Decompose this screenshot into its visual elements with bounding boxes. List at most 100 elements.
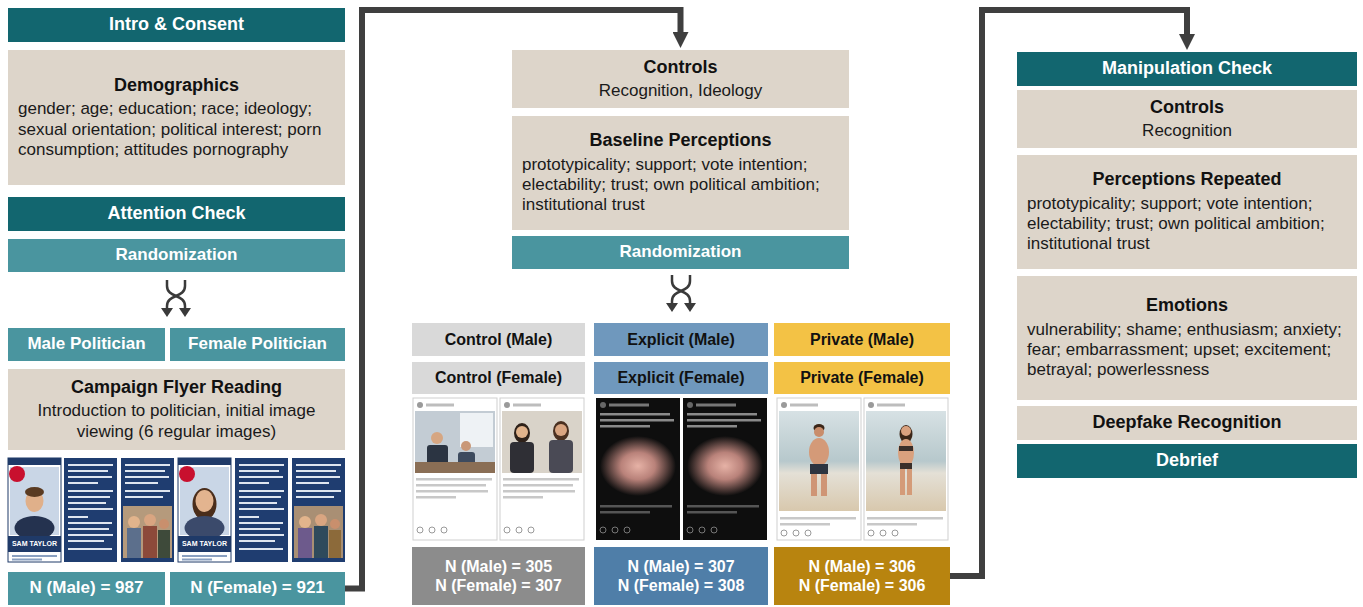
info-box: Perceptions Repeatedprototypicality; sup… (1017, 155, 1357, 269)
campaign-flyer-part-part (239, 516, 259, 518)
heading-text: Perceptions Repeated (1092, 169, 1281, 191)
campaign-flyer-part (315, 514, 327, 526)
campaign-flyer-part-part (68, 482, 98, 484)
social-post-part (600, 527, 630, 533)
campaign-flyer-part-part (239, 540, 275, 542)
box-label: Private (Female) (800, 368, 924, 387)
social-post-part-part (503, 478, 579, 481)
social-post-part (899, 446, 913, 451)
info-box: Emotions vulnerability; shame; enthusiasm… (1017, 276, 1357, 400)
campaign-flyer-part (294, 506, 343, 558)
social-post-part (600, 413, 674, 428)
social-post-part (687, 527, 717, 533)
box-label: N (Male) = 987 (30, 578, 144, 598)
campaign-flyer-part-part (296, 476, 340, 478)
campaign-flyer-part-part (68, 476, 112, 478)
campaign-flyer-part (121, 458, 174, 562)
condition-box: Control (Female) (412, 362, 585, 394)
social-post-part (810, 464, 828, 474)
campaign-flyer-part-part (296, 464, 341, 466)
social-post-part (811, 474, 817, 496)
social-post-part (502, 411, 582, 473)
social-post-part-part (781, 530, 787, 536)
social-post-part-part (600, 425, 650, 428)
social-post-part-part (687, 419, 761, 422)
social-post-part-part (416, 490, 488, 493)
body-text: vulnerability; shame; enthusiasm; anxiet… (1027, 320, 1347, 381)
heading-text: Deepfake Recognition (1092, 412, 1281, 434)
campaign-flyer-part-part (68, 522, 112, 524)
box-label: Debrief (1156, 450, 1218, 472)
body-text: Recognition (1142, 121, 1232, 141)
campaign-flyer-part (127, 528, 141, 558)
step-box: Randomization (512, 236, 849, 269)
social-post-part (696, 404, 736, 407)
social-post-part (683, 398, 767, 540)
social-post-part-part (711, 527, 717, 533)
shuffle-arrowheads-part (666, 303, 678, 312)
social-post-part (781, 402, 787, 408)
condition-box: Private (Male) (774, 323, 950, 356)
box-label: N (Male) = 306 (808, 557, 915, 576)
social-post-part (780, 517, 856, 526)
social-post-part (821, 474, 827, 496)
social-post (500, 398, 584, 540)
heading-text: Emotions (1146, 295, 1228, 317)
social-post-part (503, 478, 579, 499)
campaign-flyer-part (196, 490, 214, 512)
campaign-flyer-part (25, 487, 44, 497)
social-post (596, 398, 680, 540)
campaign-flyer-part-part (239, 496, 281, 498)
box-label: N (Female) = 921 (190, 578, 325, 598)
box-label: Attention Check (107, 203, 245, 225)
campaign-flyer-part (314, 526, 328, 558)
phase-bar: Intro & Consent (8, 8, 345, 42)
campaign-flyer-part-part (68, 502, 106, 504)
info-box: Baseline Perceptions prototypicality; sup… (512, 116, 849, 230)
shuffle-icon-part (672, 275, 690, 304)
body-text: prototypicality; support; vote intention… (522, 155, 839, 216)
box-label: N (Male) = 305 (445, 557, 552, 576)
social-post-part-part (687, 413, 757, 416)
campaign-flyer-part (159, 519, 169, 529)
heading-text: Baseline Perceptions (589, 130, 771, 152)
campaign-flyer-part (9, 466, 25, 482)
heading-text: Campaign Flyer Reading (71, 377, 282, 399)
step-box: Female Politician (170, 328, 345, 361)
campaign-flyer-part-part (239, 528, 280, 530)
body-text: Recognition, Ideology (599, 81, 763, 101)
box-label: Manipulation Check (1102, 58, 1272, 80)
campaign-flyer-part-part (68, 548, 112, 550)
heading-text: Demographics (114, 75, 239, 97)
campaign-flyer (64, 458, 117, 562)
social-post-part-part (503, 490, 575, 493)
campaign-flyer-part-part (239, 482, 269, 484)
shuffle-arrowheads (666, 303, 696, 312)
campaign-flyer-part-part (239, 464, 284, 466)
campaign-flyer-part-part (125, 490, 170, 492)
social-post-part-part (612, 527, 618, 533)
social-post (413, 398, 497, 540)
box-label: N (Male) = 307 (627, 557, 734, 576)
social-post-part (901, 426, 911, 436)
shuffle-icon-part (167, 280, 185, 309)
social-post-part-part (600, 511, 650, 514)
social-post-part (687, 413, 761, 428)
campaign-flyer-part-part (296, 496, 334, 498)
social-post-part (426, 404, 454, 407)
social-post-part-part (441, 527, 447, 533)
social-post-part-part (429, 527, 435, 533)
campaign-flyer-part-part (296, 490, 341, 492)
box-label: N (Female) = 306 (799, 576, 926, 595)
shuffle-icon-part (672, 275, 690, 304)
sample-size-box: N (Male) = 306N (Female) = 306 (774, 547, 950, 605)
campaign-flyer-part (68, 464, 113, 550)
social-post-part-part (416, 478, 492, 481)
social-post-part (907, 469, 912, 495)
campaign-flyer-part-part (239, 508, 284, 510)
social-post-part (500, 398, 584, 540)
box-label: Randomization (620, 242, 742, 262)
social-post-part (415, 462, 495, 473)
social-post-part (596, 398, 680, 540)
info-box: Demographicsgender; age; education; race… (8, 50, 345, 185)
